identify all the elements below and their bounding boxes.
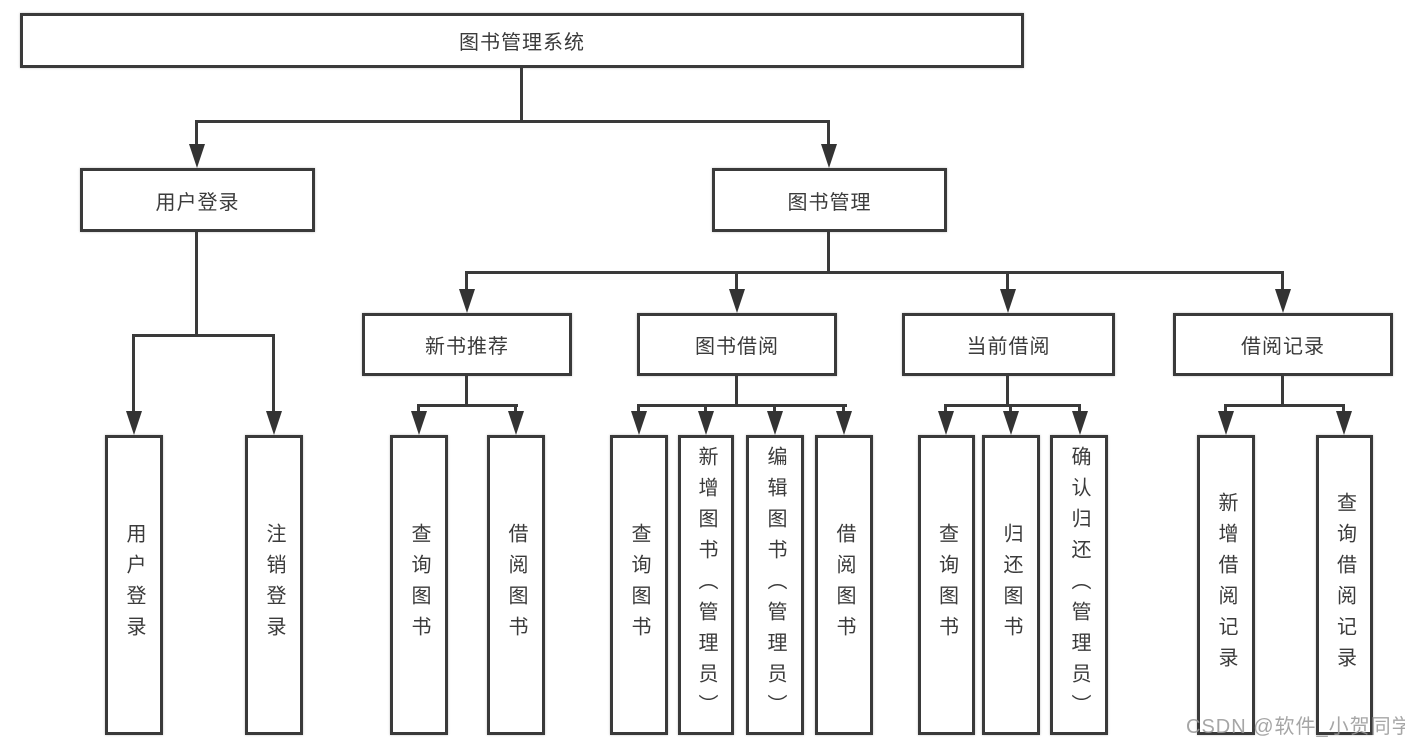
- node-root: 图书管理系统: [20, 13, 1024, 68]
- arrow-down-icon: [836, 411, 852, 435]
- connector-book-management-stem: [827, 232, 830, 274]
- node-user-login-label: 用户登录: [155, 191, 240, 214]
- leaf-user-login-label: 用户登录: [123, 523, 145, 647]
- connector-book-management-bus: [465, 271, 1284, 274]
- connector-drop: [704, 404, 707, 414]
- leaf-borrow-edit-books: 编辑图书（管理员）: [746, 435, 804, 735]
- node-book-borrow: 图书借阅: [637, 313, 837, 376]
- leaf-borrow-add-books: 新增图书（管理员）: [678, 435, 734, 735]
- node-borrow-records-label: 借阅记录: [1241, 336, 1325, 358]
- node-book-management: 图书管理: [712, 168, 947, 232]
- leaf-recommend-query-books: 查询图书: [390, 435, 448, 735]
- node-book-management-label: 图书管理: [787, 191, 872, 214]
- leaf-borrow-borrow-books: 借阅图书: [815, 435, 873, 735]
- leaf-records-query-record: 查询借阅记录: [1316, 435, 1373, 735]
- leaf-records-add-record-label: 新增借阅记录: [1215, 492, 1237, 678]
- connector-current-borrow-bus: [944, 404, 1081, 407]
- connector-drop: [637, 404, 640, 414]
- connector-book-borrow-bus: [637, 404, 847, 407]
- connector-drop-new-book-recommend: [465, 271, 468, 293]
- arrow-down-icon: [189, 144, 205, 168]
- connector-user-login-bus: [132, 334, 275, 337]
- connector-drop: [944, 404, 947, 414]
- connector-drop: [1224, 404, 1227, 414]
- connector-drop-book-borrow: [735, 271, 738, 293]
- leaf-borrow-borrow-books-label: 借阅图书: [833, 523, 855, 647]
- arrow-down-icon: [1000, 289, 1016, 313]
- arrow-down-icon: [266, 411, 282, 435]
- connector-root-stem: [520, 68, 523, 123]
- connector-drop: [417, 404, 420, 414]
- arrow-down-icon: [1003, 411, 1019, 435]
- connector-drop-book-management: [827, 120, 830, 148]
- leaf-recommend-borrow-books: 借阅图书: [487, 435, 545, 735]
- connector-recommend-stem: [465, 376, 468, 407]
- node-book-borrow-label: 图书借阅: [695, 336, 779, 358]
- connector-drop-logout-leaf: [272, 334, 275, 414]
- leaf-current-return-books-label: 归还图书: [1000, 523, 1022, 647]
- connector-drop: [1009, 404, 1012, 414]
- leaf-user-login: 用户登录: [105, 435, 163, 735]
- node-new-book-recommend-label: 新书推荐: [425, 336, 509, 358]
- node-root-label: 图书管理系统: [459, 32, 585, 54]
- leaf-current-confirm-return: 确认归还（管理员）: [1050, 435, 1108, 735]
- node-borrow-records: 借阅记录: [1173, 313, 1393, 376]
- connector-drop: [1342, 404, 1345, 414]
- leaf-borrow-query-books: 查询图书: [610, 435, 668, 735]
- connector-drop: [773, 404, 776, 414]
- leaf-current-query-books-label: 查询图书: [935, 523, 958, 647]
- arrow-down-icon: [126, 411, 142, 435]
- arrow-down-icon: [411, 411, 427, 435]
- connector-drop-current-borrow: [1006, 271, 1009, 293]
- connector-user-login-stem: [195, 232, 198, 337]
- arrow-down-icon: [698, 411, 714, 435]
- arrow-down-icon: [1218, 411, 1234, 435]
- connector-recommend-bus: [417, 404, 518, 407]
- leaf-logout: 注销登录: [245, 435, 303, 735]
- node-current-borrow-label: 当前借阅: [966, 336, 1051, 358]
- arrow-down-icon: [1275, 289, 1291, 313]
- arrow-down-icon: [938, 411, 954, 435]
- connector-drop: [1078, 404, 1081, 414]
- arrow-down-icon: [1336, 411, 1352, 435]
- leaf-borrow-query-books-label: 查询图书: [628, 523, 650, 647]
- leaf-records-query-record-label: 查询借阅记录: [1333, 492, 1356, 678]
- leaf-records-add-record: 新增借阅记录: [1197, 435, 1255, 735]
- connector-current-borrow-stem: [1006, 376, 1009, 407]
- connector-book-borrow-stem: [735, 376, 738, 407]
- arrow-down-icon: [1072, 411, 1088, 435]
- arrow-down-icon: [631, 411, 647, 435]
- connector-drop-user-login-leaf: [132, 334, 135, 414]
- connector-drop-borrow-records: [1281, 271, 1284, 293]
- leaf-borrow-add-books-label: 新增图书（管理员）: [695, 445, 717, 725]
- leaf-current-confirm-return-label: 确认归还（管理员）: [1068, 445, 1090, 725]
- csdn-watermark: CSDN @软件_小贺同学: [1186, 716, 1405, 738]
- arrow-down-icon: [508, 411, 524, 435]
- node-user-login: 用户登录: [80, 168, 315, 232]
- leaf-recommend-query-books-label: 查询图书: [408, 523, 430, 647]
- leaf-current-query-books: 查询图书: [918, 435, 975, 735]
- node-new-book-recommend: 新书推荐: [362, 313, 572, 376]
- arrow-down-icon: [729, 289, 745, 313]
- connector-drop: [842, 404, 845, 414]
- connector-borrow-records-bus: [1224, 404, 1345, 407]
- connector-borrow-records-stem: [1281, 376, 1284, 407]
- node-current-borrow: 当前借阅: [902, 313, 1115, 376]
- connector-root-bus: [195, 120, 829, 123]
- leaf-borrow-edit-books-label: 编辑图书（管理员）: [764, 445, 786, 725]
- leaf-recommend-borrow-books-label: 借阅图书: [505, 523, 527, 647]
- arrow-down-icon: [821, 144, 837, 168]
- arrow-down-icon: [459, 289, 475, 313]
- leaf-current-return-books: 归还图书: [982, 435, 1040, 735]
- leaf-logout-label: 注销登录: [263, 523, 285, 647]
- connector-drop: [514, 404, 517, 414]
- arrow-down-icon: [767, 411, 783, 435]
- connector-drop-user-login: [195, 120, 198, 148]
